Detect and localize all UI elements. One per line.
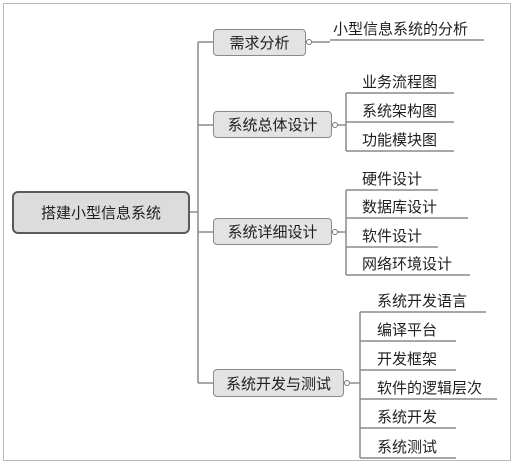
collapse-dot	[344, 380, 350, 386]
leaf-node: 数据库设计	[362, 198, 438, 216]
collapse-dot	[332, 229, 338, 235]
leaf-node: 网络环境设计	[362, 255, 453, 273]
leaf-node: 业务流程图	[362, 73, 438, 91]
leaf-node: 编译平台	[377, 321, 438, 339]
leaf-node: 系统测试	[377, 438, 438, 456]
leaf-node: 开发框架	[377, 350, 438, 368]
leaf-node: 软件设计	[362, 227, 423, 245]
diagram-frame	[3, 3, 511, 461]
branch-label: 需求分析	[229, 34, 290, 52]
branch-label: 系统总体设计	[227, 116, 318, 134]
branch-node-requirements: 需求分析	[213, 29, 306, 56]
collapse-dot	[332, 122, 338, 128]
leaf-node: 小型信息系统的分析	[333, 20, 469, 38]
branch-node-dev-and-test: 系统开发与测试	[213, 369, 344, 397]
leaf-node: 功能模块图	[362, 131, 438, 149]
leaf-node: 系统开发语言	[377, 292, 468, 310]
root-node-label: 搭建小型信息系统	[40, 204, 161, 222]
branch-label: 系统详细设计	[227, 223, 318, 241]
branch-node-overall-design: 系统总体设计	[213, 111, 332, 138]
leaf-node: 系统架构图	[362, 102, 438, 120]
branch-label: 系统开发与测试	[225, 374, 331, 393]
root-node: 搭建小型信息系统	[12, 191, 190, 234]
leaf-node: 软件的逻辑层次	[377, 379, 483, 397]
branch-node-detailed-design: 系统详细设计	[213, 218, 332, 245]
collapse-dot	[306, 39, 312, 45]
leaf-node: 系统开发	[377, 408, 438, 426]
leaf-node: 硬件设计	[362, 170, 423, 188]
